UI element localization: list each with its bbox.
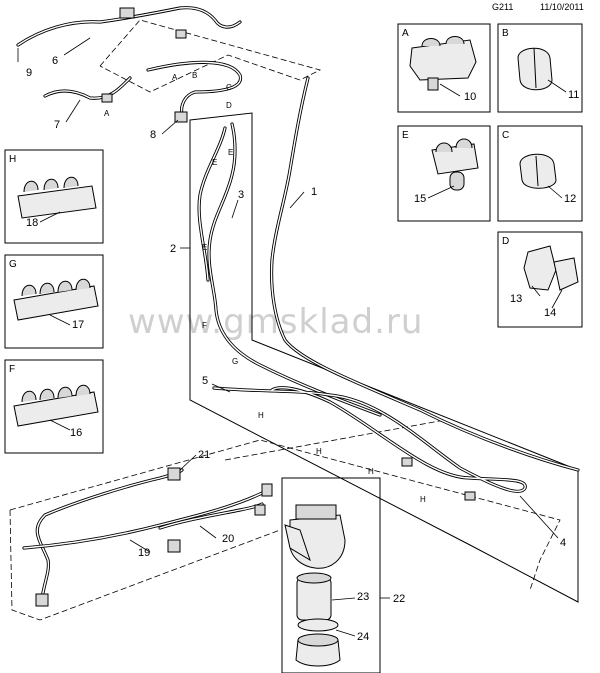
callout-16: 16: [70, 427, 82, 439]
box-letter-c: C: [502, 130, 509, 141]
callout-2: 2: [170, 243, 176, 255]
callout-20: 20: [222, 533, 234, 545]
clip-letter-h4: H: [420, 495, 426, 504]
pipe-8-connector: [174, 111, 188, 123]
filter-cap: [295, 639, 341, 667]
clip-letter-f1: F: [202, 321, 207, 330]
clip-17: [13, 278, 99, 321]
pipe-20-end: [254, 504, 266, 516]
callout-22: 22: [393, 593, 405, 605]
pipe-19-connector: [261, 483, 273, 497]
callout-7: 7: [54, 119, 60, 131]
clip-letter-h3: H: [368, 467, 374, 476]
callout-6: 6: [52, 55, 58, 67]
callout-15: 15: [414, 193, 426, 205]
detail-box-f: [4, 359, 104, 454]
detail-box-h: [4, 149, 104, 244]
diagram-date: 11/10/2011: [540, 2, 584, 12]
callout-18: 18: [26, 217, 38, 229]
detail-box-b: [497, 23, 583, 113]
detail-box-e: [397, 125, 491, 222]
clip-15: [431, 138, 479, 191]
callout-21: 21: [198, 449, 210, 461]
callout-24: 24: [357, 631, 369, 643]
filter-element: [296, 577, 332, 621]
pipe-5-connector-2: [464, 491, 476, 501]
assembly-outline-lower: [9, 439, 561, 591]
box-letter-h: H: [9, 154, 16, 165]
clip-16: [13, 384, 99, 427]
clip-18: [17, 176, 97, 219]
assembly-outline-lower2: [9, 509, 281, 621]
clip-letter-g1: G: [232, 357, 238, 366]
clip-10: [409, 36, 477, 91]
box-letter-f: F: [9, 364, 15, 375]
clip-letter-e3: E: [202, 243, 207, 252]
pipe-assembly-frame: [189, 112, 579, 603]
pipe-20-connector: [167, 539, 181, 553]
callout-13: 13: [510, 293, 522, 305]
pipe-6-connector: [119, 7, 135, 19]
pipe-6-clip: [175, 29, 187, 39]
clip-letter-h1: H: [258, 411, 264, 420]
o-ring: [297, 618, 339, 632]
pipe-7-connector: [101, 93, 113, 103]
callout-12: 12: [564, 193, 576, 205]
callout-23: 23: [357, 591, 369, 603]
detail-box-c: [497, 125, 583, 222]
detail-box-d: [497, 231, 583, 328]
diagram-code: G211: [492, 2, 513, 12]
clip-14: [553, 257, 579, 291]
pipe-5-connector: [401, 457, 413, 467]
pipe-19: [35, 468, 184, 600]
callout-17: 17: [72, 319, 84, 331]
clip-letter-b1: B: [192, 71, 197, 80]
fuel-filter-assembly: [284, 504, 346, 667]
callout-19: 19: [138, 547, 150, 559]
callout-1: 1: [311, 186, 317, 198]
assembly-outline-lower3: [224, 419, 446, 461]
callout-5: 5: [202, 375, 208, 387]
callout-11: 11: [568, 89, 579, 101]
callout-4: 4: [560, 537, 566, 549]
detail-box-g: [4, 254, 104, 349]
clip-letter-e1: E: [228, 148, 233, 157]
clip-letter-h2: H: [316, 447, 322, 456]
filter-assembly-frame: [281, 477, 381, 673]
box-letter-d: D: [502, 236, 509, 247]
box-letter-e: E: [402, 130, 409, 141]
pipe-21-connector: [167, 467, 181, 481]
clip-letter-d1: D: [226, 101, 232, 110]
pipe-3: [207, 122, 382, 417]
clip-13: [523, 245, 557, 291]
callout-10: 10: [464, 91, 476, 103]
box-letter-a: A: [402, 28, 409, 39]
clip-letter-a1: A: [172, 73, 178, 82]
clip-11: [517, 47, 553, 91]
callout-8: 8: [150, 129, 156, 141]
callout-9: 9: [26, 67, 32, 79]
clip-letter-a2: A: [104, 109, 110, 118]
clip-letter-e2: E: [212, 158, 217, 167]
pipe-19-end: [35, 593, 49, 607]
clip-12: [519, 153, 557, 189]
clip-letter-c1: C: [226, 83, 232, 92]
callout-14: 14: [544, 307, 556, 319]
box-letter-g: G: [9, 259, 17, 270]
callout-3: 3: [238, 189, 244, 201]
detail-box-a: [397, 23, 491, 113]
assembly-outline-upper: [99, 19, 322, 93]
box-letter-b: B: [502, 28, 509, 39]
pipe-7: [43, 76, 132, 100]
